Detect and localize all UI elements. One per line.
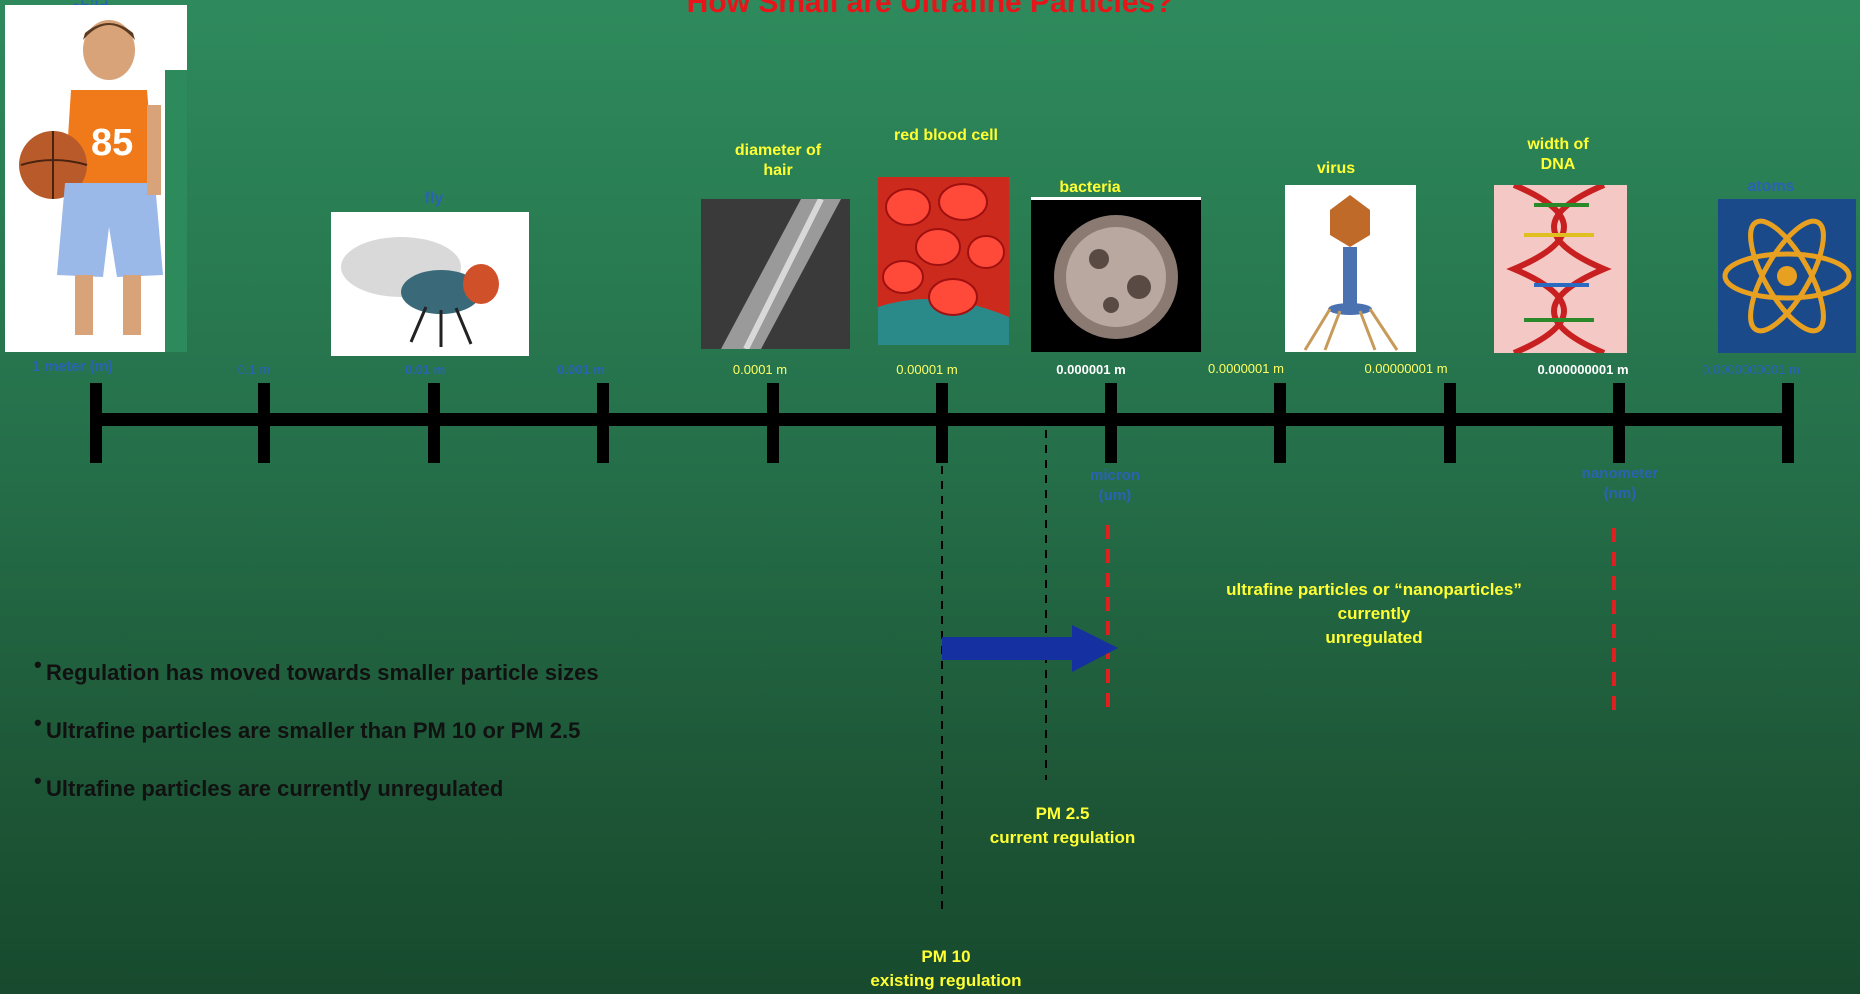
- child-photo-icon: 85: [5, 5, 187, 352]
- page-title: How Small are Ultrafine Particles?: [686, 0, 1174, 19]
- bullet-item: •Ultrafine particles are currently unreg…: [34, 768, 504, 801]
- ultrafine-label: ultrafine particles or “nanoparticles” c…: [1226, 580, 1522, 647]
- dna-helix-image-icon: [1494, 185, 1627, 353]
- label-fly: fly: [424, 190, 444, 207]
- svg-text:85: 85: [91, 122, 133, 164]
- red-blood-cells-icon: [878, 177, 1009, 345]
- bacteria-micrograph-icon: [1031, 197, 1201, 352]
- bullet-item: •Ultrafine particles are smaller than PM…: [34, 710, 581, 743]
- nanometer-label: nanometer (nm): [1581, 465, 1659, 502]
- micron-label: micron (um): [1089, 467, 1140, 504]
- atom-symbol-image-icon: [1718, 199, 1856, 353]
- label-virus: virus: [1316, 160, 1356, 177]
- bullet-text: Ultrafine particles are smaller than PM …: [46, 718, 581, 743]
- virus-illustration-icon: [1285, 185, 1416, 352]
- label-bacteria: bacteria: [1059, 179, 1121, 196]
- fly-photo-icon: [331, 212, 529, 356]
- bullet-text: Ultrafine particles are currently unregu…: [46, 776, 504, 801]
- scale-label-0.0000001m: 0.0000001 m: [1208, 361, 1284, 376]
- pm25-label: PM 2.5 current regulation: [989, 804, 1136, 847]
- scale-label-0.000001m: 0.000001 m: [1056, 362, 1126, 377]
- scale-label-0.1m: 0.1 m: [237, 362, 271, 377]
- label-dna: width of DNA: [1527, 136, 1589, 173]
- scale-label-0.01m: 0.01 m: [404, 362, 446, 377]
- bullet-text: Regulation has moved towards smaller par…: [46, 660, 599, 685]
- label-red-blood-cell: red blood cell: [893, 127, 998, 144]
- label-atoms: atoms: [1747, 178, 1795, 195]
- scale-label-1m: 1 meter (m): [32, 358, 113, 375]
- scale-label-0.00000001m: 0.00000001 m: [1364, 361, 1448, 376]
- scale-label-0.0001m: 0.0001 m: [732, 362, 788, 377]
- scale-label-0.000000001m: 0.000000001 m: [1537, 362, 1629, 377]
- label-hair: diameter of hair: [734, 142, 822, 179]
- scale-ticks: [90, 383, 1794, 463]
- regulation-shift-arrow: [942, 625, 1118, 672]
- bullet-item: •Regulation has moved towards smaller pa…: [34, 652, 599, 685]
- scale-label-0.00001m: 0.00001 m: [896, 362, 958, 377]
- pm10-label: PM 10 existing regulation: [870, 947, 1022, 990]
- scale-label-0.0000000001m: 0.0000000001 m: [1702, 362, 1800, 377]
- hair-micrograph-icon: [701, 199, 850, 349]
- scale-label-0.001m: 0.001 m: [557, 362, 605, 377]
- bullet-list: •Regulation has moved towards smaller pa…: [34, 652, 599, 834]
